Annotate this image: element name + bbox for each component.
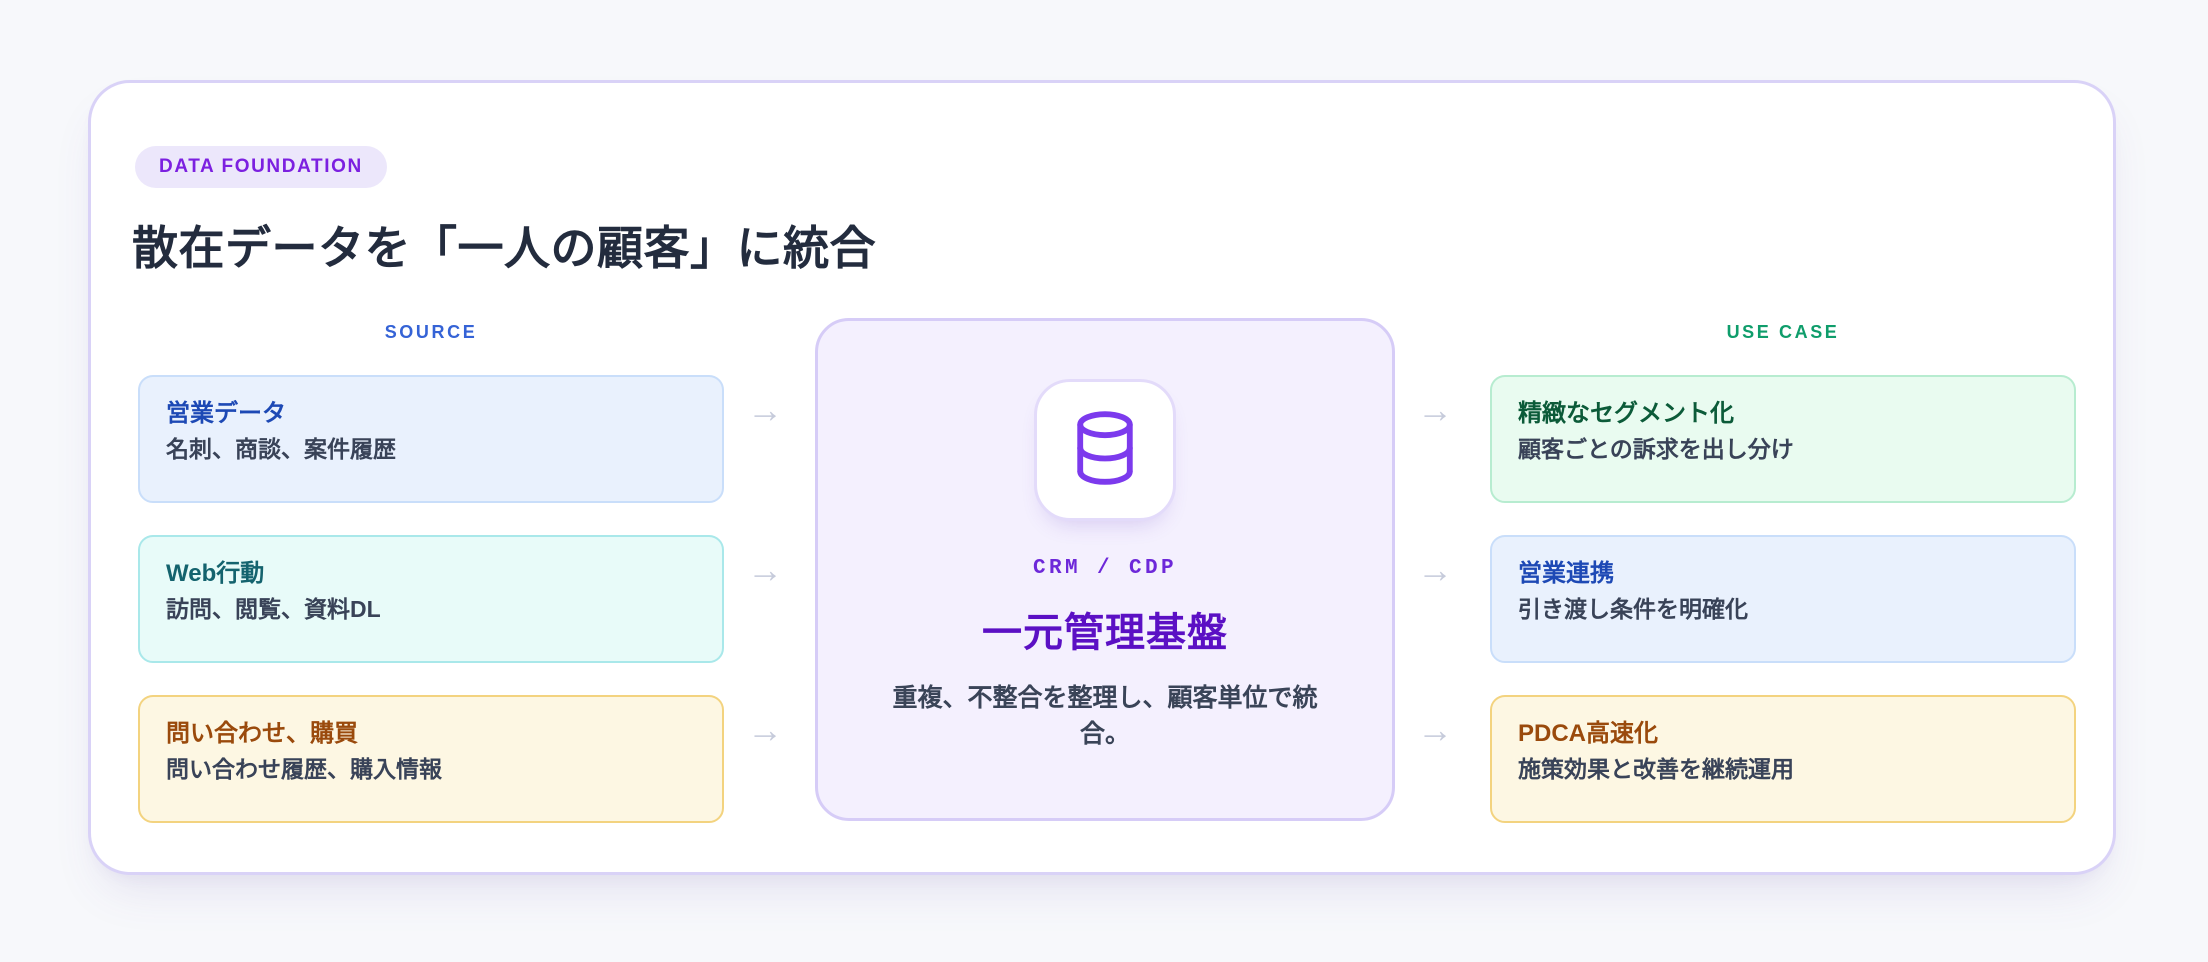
column-heading-source: SOURCE bbox=[384, 322, 478, 342]
section-badge-label: DATA FOUNDATION bbox=[159, 156, 363, 177]
source-card-sales[interactable]: 営業データ 名刺、商談、案件履歴 bbox=[138, 375, 724, 503]
column-heading-usecase: USE CASE bbox=[1726, 322, 1840, 342]
usecase-card-subtitle: 顧客ごとの訴求を出し分け bbox=[1518, 435, 1794, 462]
arrow-right-icon: → bbox=[747, 709, 783, 750]
usecase-card-subtitle: 施策効果と改善を継続運用 bbox=[1518, 755, 1794, 782]
hub-kicker: CRM / CDP bbox=[1032, 557, 1178, 580]
arrow-right-icon: → bbox=[1417, 709, 1453, 750]
hub-icon-tile bbox=[1034, 379, 1176, 521]
arrow-right-icon: → bbox=[747, 549, 783, 590]
usecase-card-pdca[interactable]: PDCA高速化 施策効果と改善を継続運用 bbox=[1490, 695, 2076, 823]
usecase-card-sales-alignment[interactable]: 営業連携 引き渡し条件を明確化 bbox=[1490, 535, 2076, 663]
source-card-subtitle: 名刺、商談、案件履歴 bbox=[166, 435, 396, 462]
source-card-title: 営業データ bbox=[166, 400, 286, 427]
usecase-card-subtitle: 引き渡し条件を明確化 bbox=[1518, 595, 1748, 622]
arrow-right-icon: → bbox=[1417, 389, 1453, 430]
usecase-card-title: 営業連携 bbox=[1518, 560, 1614, 587]
usecase-card-title: PDCA高速化 bbox=[1518, 720, 1659, 747]
source-card-web[interactable]: Web行動 訪問、閲覧、資料DL bbox=[138, 535, 724, 663]
arrow-right-icon: → bbox=[1417, 549, 1453, 590]
database-icon bbox=[1070, 410, 1140, 491]
source-card-title: Web行動 bbox=[166, 560, 265, 587]
section-badge: DATA FOUNDATION bbox=[135, 146, 387, 188]
usecase-card-segmentation[interactable]: 精緻なセグメント化 顧客ごとの訴求を出し分け bbox=[1490, 375, 2076, 503]
source-card-inquiry[interactable]: 問い合わせ、購買 問い合わせ履歴、購入情報 bbox=[138, 695, 724, 823]
usecase-card-title: 精緻なセグメント化 bbox=[1518, 400, 1734, 427]
arrow-right-icon: → bbox=[747, 389, 783, 430]
page-title: 散在データを「一人の顧客」に統合 bbox=[132, 222, 876, 274]
source-card-subtitle: 訪問、閲覧、資料DL bbox=[166, 595, 381, 622]
hub-description: 重複、不整合を整理し、顧客単位で統合。 bbox=[892, 684, 1318, 749]
source-card-title: 問い合わせ、購買 bbox=[166, 720, 358, 747]
source-card-subtitle: 問い合わせ履歴、購入情報 bbox=[166, 755, 442, 782]
hub-title: 一元管理基盤 bbox=[982, 611, 1228, 655]
hub-panel[interactable]: CRM / CDP 一元管理基盤 重複、不整合を整理し、顧客単位で統合。 bbox=[815, 318, 1395, 821]
